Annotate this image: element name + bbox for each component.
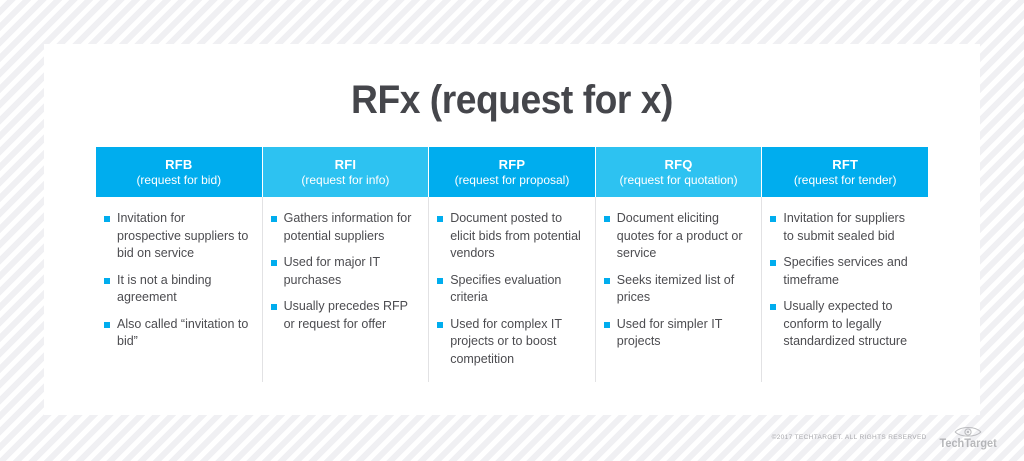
header-full-name: (request for proposal) <box>454 172 570 187</box>
page-title: RFx (request for x) <box>351 78 673 122</box>
header-abbr: RFT <box>832 156 859 172</box>
list-item-text: Gathers information for potential suppli… <box>283 211 412 243</box>
list-item: Usually precedes RFP or request for offe… <box>270 298 417 333</box>
techtarget-logo: TechTarget <box>938 425 998 450</box>
list-item-text: Seeks itemized list of prices <box>616 272 735 305</box>
list-item-text: Used for complex IT projects or to boost… <box>450 316 562 366</box>
bullet-square-icon <box>603 277 610 284</box>
bullet-square-icon <box>437 216 444 222</box>
bullet-square-icon <box>770 304 777 310</box>
header-abbr: RFQ <box>664 156 693 172</box>
table-header-row: RFB (request for bid) RFI (request for i… <box>96 147 928 197</box>
bullet-square-icon <box>104 277 110 284</box>
bullet-square-icon <box>770 216 777 222</box>
list-item-text: Specifies services and timeframe <box>783 255 908 287</box>
header-full-name: (request for quotation) <box>619 172 738 187</box>
bullet-square-icon <box>104 216 110 222</box>
list-item: Invitation for prospective suppliers to … <box>104 210 250 263</box>
body-cell-rfb: Invitation for prospective suppliers to … <box>96 197 263 382</box>
bullet-list: Invitation for prospective suppliers to … <box>104 210 250 351</box>
list-item-text: Specifies evaluation criteria <box>450 272 562 305</box>
infographic-card: RFx (request for x) RFB (request for bid… <box>44 44 980 415</box>
header-cell-rfb: RFB (request for bid) <box>96 147 263 197</box>
body-cell-rft: Invitation for suppliers to submit seale… <box>762 197 928 382</box>
header-abbr: RFI <box>334 156 357 172</box>
list-item: Specifies services and timeframe <box>770 254 916 289</box>
list-item: Used for complex IT projects or to boost… <box>437 316 583 369</box>
list-item-text: Usually expected to conform to legally s… <box>783 299 908 348</box>
list-item-text: It is not a binding agreement <box>117 272 212 305</box>
list-item-text: Usually precedes RFP or request for offe… <box>283 299 408 331</box>
bullet-list: Document posted to elicit bids from pote… <box>437 210 583 368</box>
list-item: Document eliciting quotes for a product … <box>603 210 750 263</box>
header-full-name: (request for info) <box>301 172 390 187</box>
header-cell-rfi: RFI (request for info) <box>262 147 430 197</box>
list-item-text: Invitation for prospective suppliers to … <box>117 211 249 260</box>
bullet-square-icon <box>270 216 277 222</box>
bullet-square-icon <box>437 321 444 328</box>
eye-icon <box>954 426 982 437</box>
list-item: Used for simpler IT projects <box>603 316 750 351</box>
table-body-row: Invitation for prospective suppliers to … <box>96 197 928 382</box>
list-item-text: Document posted to elicit bids from pote… <box>450 211 581 260</box>
list-item: Seeks itemized list of prices <box>603 272 750 307</box>
list-item: Invitation for suppliers to submit seale… <box>770 210 916 245</box>
body-cell-rfi: Gathers information for potential suppli… <box>263 197 430 382</box>
list-item: Gathers information for potential suppli… <box>270 210 417 245</box>
body-cell-rfq: Document eliciting quotes for a product … <box>596 197 763 382</box>
list-item-text: Used for major IT purchases <box>283 255 380 287</box>
bullet-list: Document eliciting quotes for a product … <box>603 210 750 351</box>
header-cell-rfp: RFP (request for proposal) <box>429 147 596 197</box>
bullet-square-icon <box>603 321 610 328</box>
header-abbr: RFP <box>498 156 526 172</box>
list-item: It is not a binding agreement <box>104 272 250 307</box>
header-cell-rfq: RFQ (request for quotation) <box>595 147 763 197</box>
list-item: Usually expected to conform to legally s… <box>770 298 916 351</box>
bullet-list: Invitation for suppliers to submit seale… <box>770 210 916 351</box>
copyright-notice: ©2017 TECHTARGET. ALL RIGHTS RESERVED <box>771 433 927 441</box>
list-item-text: Document eliciting quotes for a product … <box>616 211 743 260</box>
list-item-text: Used for simpler IT projects <box>616 316 723 349</box>
header-abbr: RFB <box>165 156 193 172</box>
bullet-square-icon <box>770 260 777 266</box>
rfx-table: RFB (request for bid) RFI (request for i… <box>96 147 928 382</box>
list-item: Document posted to elicit bids from pote… <box>437 210 583 263</box>
bullet-square-icon <box>437 277 444 284</box>
bullet-square-icon <box>270 260 277 266</box>
list-item-text: Also called “invitation to bid” <box>117 316 249 349</box>
list-item: Specifies evaluation criteria <box>437 272 583 307</box>
list-item: Used for major IT purchases <box>270 254 417 289</box>
list-item-text: Invitation for suppliers to submit seale… <box>783 211 905 243</box>
brand-name: TechTarget <box>939 437 997 450</box>
bullet-square-icon <box>104 321 110 328</box>
list-item: Also called “invitation to bid” <box>104 316 250 351</box>
header-cell-rft: RFT (request for tender) <box>762 147 928 197</box>
bullet-list: Gathers information for potential suppli… <box>270 210 417 333</box>
footer: ©2017 TECHTARGET. ALL RIGHTS RESERVED Te… <box>0 418 1024 456</box>
body-cell-rfp: Document posted to elicit bids from pote… <box>429 197 596 382</box>
header-full-name: (request for tender) <box>793 172 897 187</box>
bullet-square-icon <box>603 216 610 222</box>
header-full-name: (request for bid) <box>136 172 222 187</box>
bullet-square-icon <box>270 304 277 310</box>
